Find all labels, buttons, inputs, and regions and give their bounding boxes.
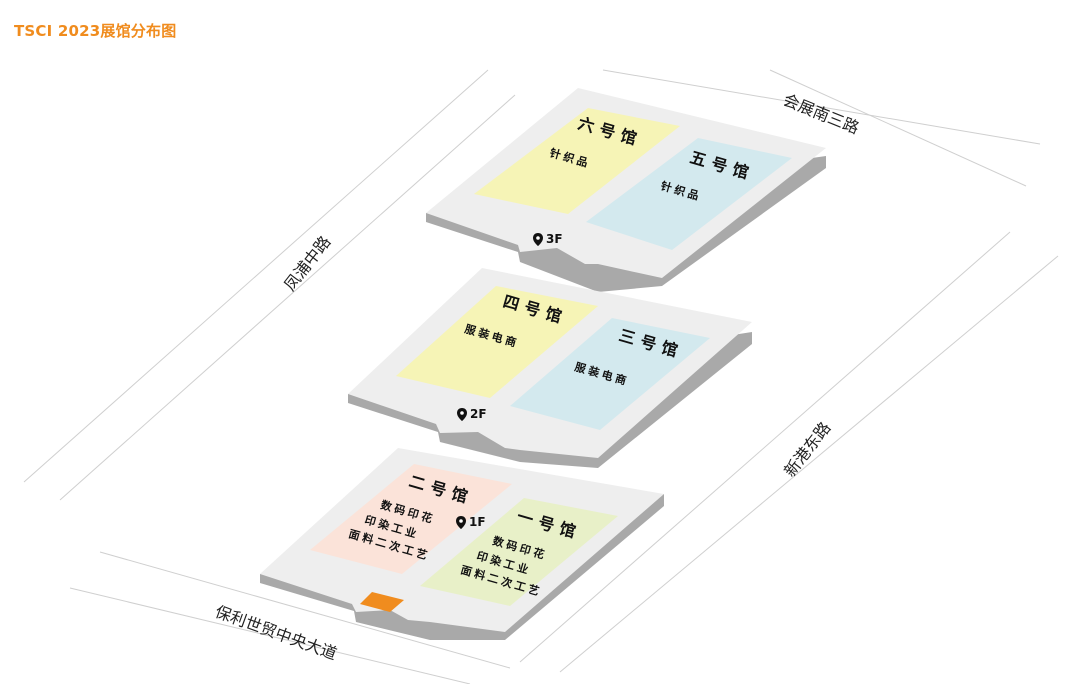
hall-2-area	[310, 464, 512, 574]
hall-5-area	[586, 138, 792, 250]
location-pin-dot	[536, 236, 540, 240]
floor-1f: 二号馆 数码印花 印染工业 面料二次工艺 一号馆 数码印花 印染工业 面料二次工…	[260, 448, 664, 640]
road-lines	[23, 69, 1059, 684]
road-line-east-outer	[559, 255, 1059, 673]
location-pin-dot	[460, 411, 464, 415]
floor-3f: 六号馆 针织品 五号馆 针织品 3F	[426, 88, 826, 292]
road-line-south-inner	[99, 551, 511, 669]
location-pin-dot	[459, 519, 463, 523]
floor-2f: 四号馆 服装电商 三号馆 服装电商 2F	[348, 268, 752, 468]
floor-1f-marker: 1F	[456, 515, 486, 529]
hall-3-area	[510, 318, 710, 430]
road-line-north-outer	[602, 69, 1041, 145]
road-label-south: 保利世贸中央大道	[213, 602, 340, 664]
floor-3f-marker: 3F	[533, 232, 563, 246]
floor-3f-platform	[426, 88, 826, 278]
road-label-north: 会展南三路	[781, 90, 862, 138]
road-line-south-outer	[69, 587, 471, 684]
floor-3f-label: 3F	[546, 232, 563, 246]
floor-2f-label: 2F	[470, 407, 487, 421]
map-title: TSCI 2023展馆分布图	[14, 22, 177, 40]
floor-2f-marker: 2F	[457, 407, 487, 421]
floor-1f-platform	[260, 448, 664, 632]
hall-6-area	[474, 108, 680, 214]
road-line-west-outer	[23, 69, 489, 483]
road-line-east-inner	[519, 231, 1011, 663]
floor-1f-label: 1F	[469, 515, 486, 529]
main-entrance-marker	[360, 592, 404, 612]
hall-1-area	[420, 498, 618, 606]
road-line-north-inner	[769, 69, 1027, 187]
road-line-west-inner	[59, 94, 516, 501]
floor-2f-platform	[348, 268, 752, 458]
hall-4-area	[396, 286, 598, 398]
